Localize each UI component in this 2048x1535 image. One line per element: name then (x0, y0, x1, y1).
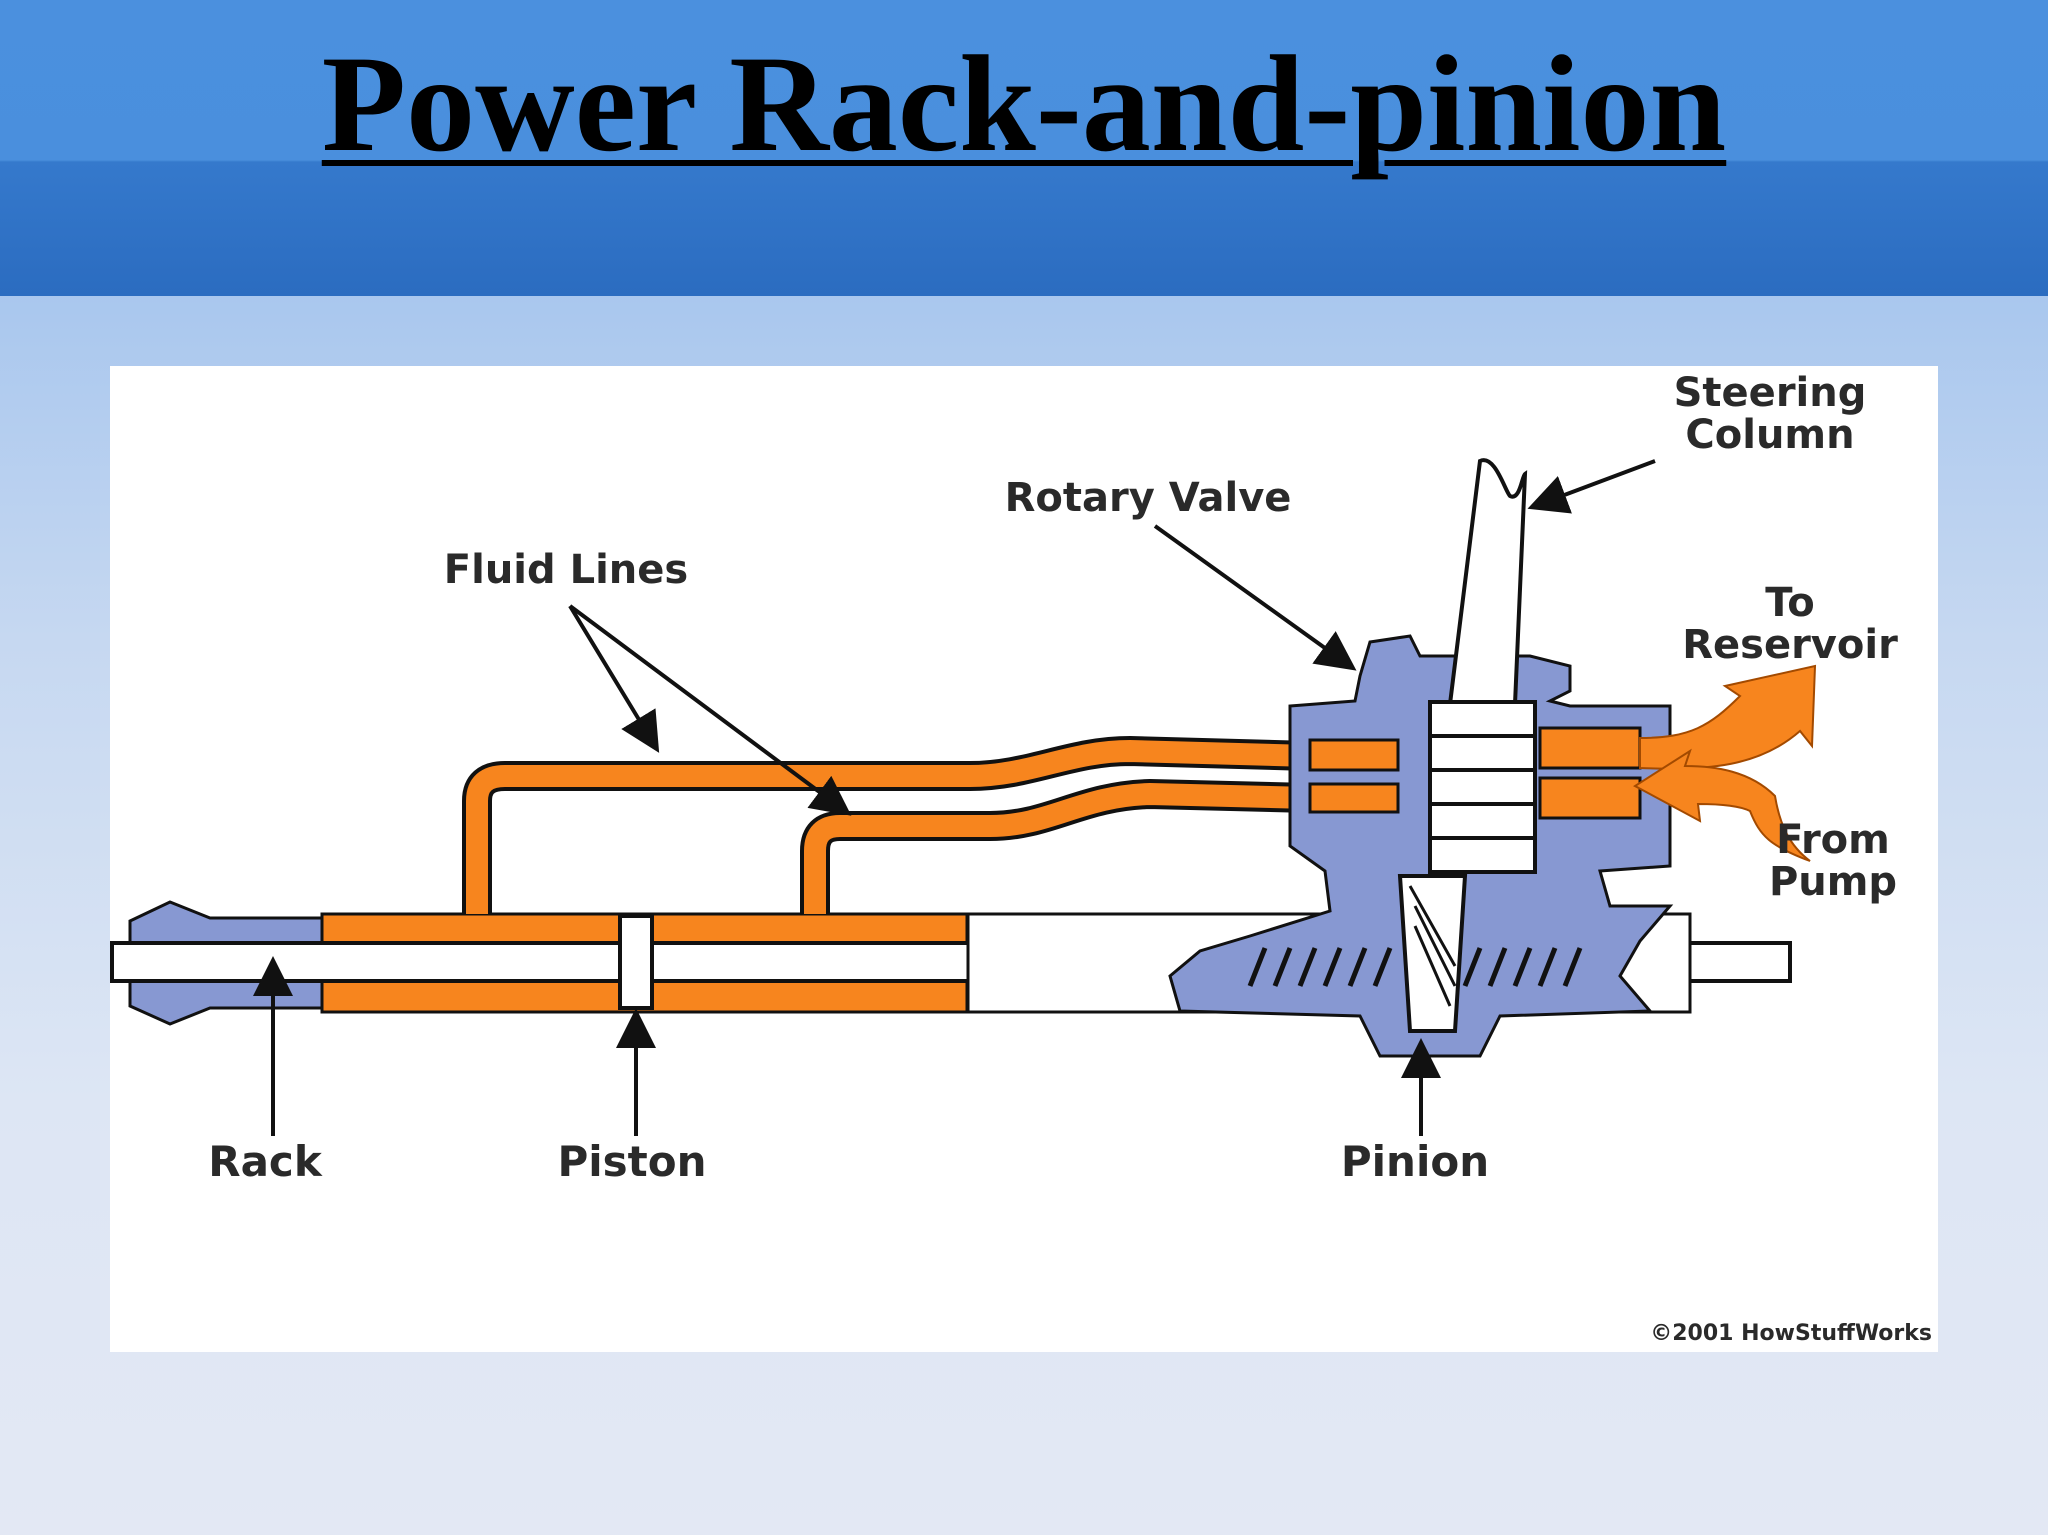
valve-ports (1308, 726, 1642, 820)
label-from-pump-line2: Pump (1769, 859, 1897, 905)
copyright-notice: ©2001 HowStuffWorks (1650, 1321, 1932, 1346)
label-rack: Rack (208, 1137, 323, 1186)
label-steering-column-line1: Steering (1674, 370, 1867, 416)
rotary-valve-spool (1428, 700, 1537, 874)
label-pinion: Pinion (1341, 1137, 1489, 1186)
label-to-reservoir-line2: Reservoir (1682, 622, 1898, 668)
steering-column (1447, 458, 1528, 706)
label-steering-column-line2: Column (1685, 412, 1854, 458)
label-from-pump-line1: From (1776, 817, 1890, 863)
label-fluid-lines: Fluid Lines (444, 547, 688, 593)
title-bar: Power Rack-and-pinion (0, 0, 2048, 296)
pinion-shaft (1397, 874, 1468, 1033)
piston (618, 914, 654, 1010)
slide-title: Power Rack-and-pinion (321, 27, 1727, 180)
rack-and-pinion-diagram: Steering Column Rotary Valve Fluid Lines… (110, 366, 1938, 1352)
label-rotary-valve: Rotary Valve (1005, 475, 1292, 521)
label-to-reservoir-line1: To (1765, 580, 1814, 626)
rack-teeth (1247, 947, 1583, 987)
diagram-canvas: Steering Column Rotary Valve Fluid Lines… (110, 370, 1932, 1346)
from-pump-arrow (1633, 748, 1811, 862)
label-piston: Piston (557, 1137, 706, 1186)
